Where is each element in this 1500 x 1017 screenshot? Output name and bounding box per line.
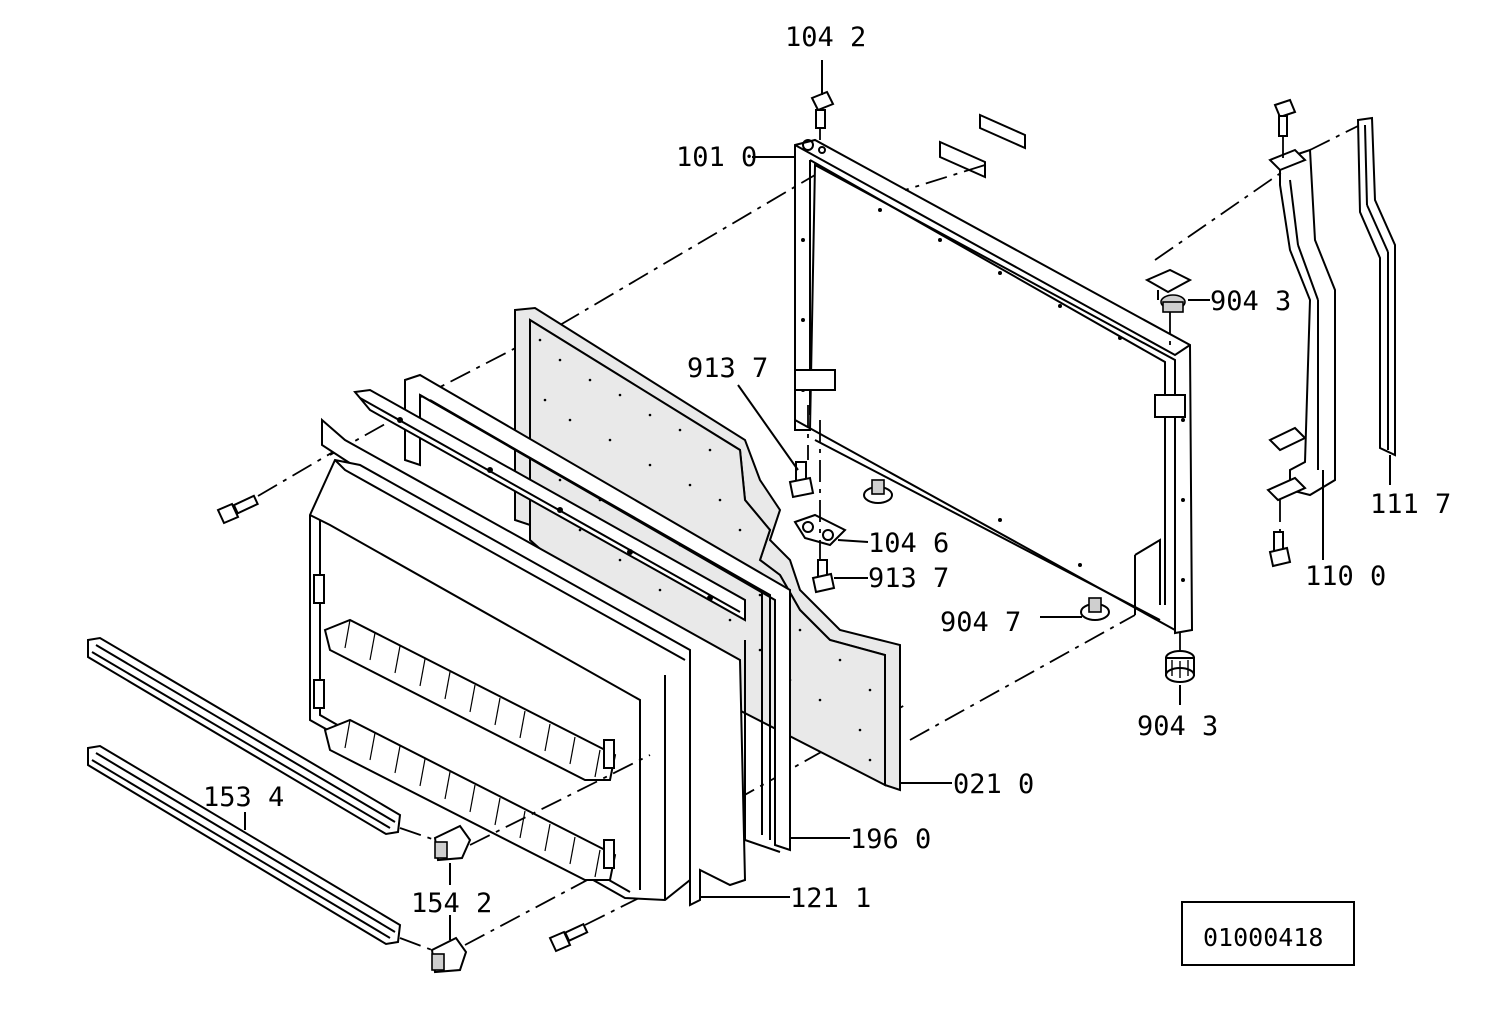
shelf-rail-upper — [87, 636, 402, 836]
rail-end-cap-lower-icon — [430, 936, 468, 974]
label-plates — [904, 113, 1026, 191]
label-913-7-upper: 913 7 — [687, 353, 768, 384]
screw-left-lower-icon — [548, 922, 589, 953]
label-104-2: 104 2 — [785, 22, 866, 53]
bottom-nut-904-3-icon — [1165, 650, 1195, 683]
side-seal-strip — [1356, 116, 1396, 457]
label-196-0: 196 0 — [850, 824, 931, 855]
label-101-0: 101 0 — [676, 142, 757, 173]
part-number-labels: 104 2 101 0 904 3 913 7 104 6 913 7 904 … — [203, 22, 1451, 919]
label-153-4: 153 4 — [203, 782, 284, 813]
label-904-3-bottom: 904 3 — [1137, 711, 1218, 742]
frame-hole-top-icon — [802, 139, 814, 151]
shelf-rail-lower — [87, 744, 402, 946]
label-904-3-top: 904 3 — [1210, 286, 1291, 317]
lower-shelf-ribs — [344, 719, 601, 878]
label-021-0: 021 0 — [953, 769, 1034, 800]
label-913-7-lower: 913 7 — [868, 563, 949, 594]
label-121-1: 121 1 — [790, 883, 871, 914]
door-inner-panel — [309, 458, 691, 902]
foot-904-7-icon — [1080, 597, 1110, 621]
document-number: 01000418 — [1203, 923, 1323, 952]
hinge-plate-upper — [1144, 268, 1193, 300]
door-gasket — [404, 373, 791, 853]
upper-shelf-ribs — [344, 619, 601, 778]
bracket-screw-top-icon — [1273, 98, 1297, 137]
rail-end-cap-upper-icon — [433, 824, 472, 862]
screw-104-2-icon — [810, 90, 835, 129]
foot-frame-center-icon — [863, 479, 893, 504]
screw-913-7-lower-icon — [811, 559, 836, 594]
frame-hole-top2-icon — [818, 146, 826, 154]
side-hinge-bracket — [1266, 148, 1336, 502]
label-904-7: 904 7 — [940, 607, 1021, 638]
label-104-6: 104 6 — [868, 528, 949, 559]
door-frame — [794, 138, 1194, 635]
bracket-screw-bottom-icon — [1268, 531, 1292, 568]
leader-lines — [244, 156, 1391, 940]
liner-holes — [397, 417, 713, 601]
cap-nut-904-3-icon — [1160, 294, 1186, 313]
screw-left-upper-icon — [216, 494, 259, 525]
screw-913-7-upper-icon — [788, 461, 815, 499]
label-111-7: 111 7 — [1370, 489, 1451, 520]
document-number-box: 01000418 — [1181, 901, 1355, 966]
label-154-2: 154 2 — [411, 888, 492, 919]
label-110-0: 110 0 — [1305, 561, 1386, 592]
